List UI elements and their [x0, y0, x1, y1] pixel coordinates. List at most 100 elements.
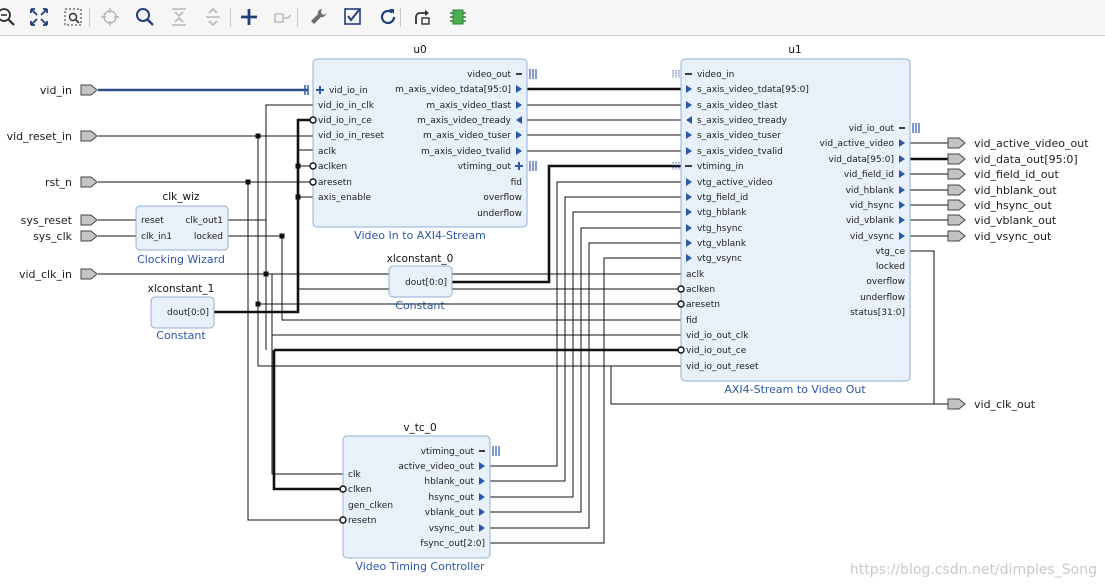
pin-u1-locked[interactable]: locked [876, 262, 905, 272]
pin-u1-fid[interactable]: fid [686, 316, 697, 326]
zoom-fit-button[interactable] [27, 5, 51, 29]
pin-u0-vid-io-in-reset[interactable]: vid_io_in_reset [318, 131, 385, 141]
pin-clk-wiz-clk-in1[interactable]: clk_in1 [141, 232, 172, 242]
block-u1-body[interactable] [680, 58, 911, 382]
pin-u0-overflow[interactable]: overflow [483, 193, 522, 203]
port-vid-vblank-out[interactable]: vid_vblank_out [947, 214, 1057, 227]
pin-clk-wiz-locked[interactable]: locked [194, 232, 223, 242]
pin-u0-vtiming-out[interactable]: vtiming_out [458, 161, 537, 172]
zoom-area-button[interactable] [61, 5, 85, 29]
pin-v-tc-0-active-video-out[interactable]: active_video_out [398, 462, 485, 472]
search-button[interactable] [133, 5, 157, 29]
port-vid-clk-in[interactable]: vid_clk_in [19, 268, 98, 281]
block-v-tc-0-body[interactable] [342, 435, 491, 559]
port-vid-reset-in[interactable]: vid_reset_in [7, 130, 98, 143]
pin-u1-s-axis-video-tuser[interactable]: s_axis_video_tuser [686, 131, 781, 141]
expand-plus-icon[interactable] [515, 162, 523, 170]
pin-v-tc-0-gen-clken[interactable]: gen_clken [348, 501, 393, 511]
pin-u0-m-axis-video-tready[interactable]: m_axis_video_tready [417, 116, 522, 126]
block-clk-wiz-body[interactable] [135, 205, 229, 251]
port-vid-in[interactable]: vid_in [40, 84, 98, 97]
pin-u1-underflow[interactable]: underflow [860, 293, 905, 303]
pin-u0-aclk[interactable]: aclk [318, 147, 337, 157]
pin-clk-wiz-clk-out1[interactable]: clk_out1 [185, 216, 223, 226]
pin-v-tc-0-vtiming-out[interactable]: vtiming_out [421, 446, 500, 457]
port-vid-vsync-out[interactable]: vid_vsync_out [947, 230, 1052, 243]
pin-u1-vtg-hsync[interactable]: vtg_hsync [686, 224, 742, 234]
pin-u0-fid[interactable]: fid [511, 178, 522, 188]
pin-u1-s-axis-video-tlast[interactable]: s_axis_video_tlast [686, 101, 778, 111]
pin-v-tc-0-clken[interactable]: clken [339, 485, 372, 495]
validate-design-button[interactable] [341, 5, 365, 29]
port-sys-reset[interactable]: sys_reset [21, 214, 98, 227]
block-xlconstant-0-body[interactable] [388, 265, 453, 298]
pin-xlconstant-0-dout[interactable]: dout[0:0] [405, 278, 447, 288]
pin-u1-vtiming-in[interactable]: vtiming_in [672, 162, 744, 172]
port-vid-hblank-out[interactable]: vid_hblank_out [947, 184, 1057, 197]
pin-u1-vtg-vblank[interactable]: vtg_vblank [686, 239, 747, 249]
pin-u1-aclk[interactable]: aclk [686, 270, 705, 280]
block-xlconstant-1-body[interactable] [150, 296, 215, 329]
pin-v-tc-0-clk[interactable]: clk [348, 470, 361, 480]
pin-u1-vid-active-video[interactable]: vid_active_video [820, 139, 905, 149]
pin-u1-vid-io-out[interactable]: vid_io_out [849, 123, 920, 134]
pin-u1-vid-vblank[interactable]: vid_vblank [846, 216, 905, 226]
pin-u0-vid-io-in[interactable]: vid_io_in [304, 85, 368, 96]
pin-v-tc-0-vsync-out[interactable]: vsync_out [429, 524, 485, 534]
pin-v-tc-0-resetn[interactable]: resetn [339, 516, 377, 526]
zoom-out-button[interactable] [0, 5, 18, 29]
pin-u0-aclken[interactable]: aclken [309, 162, 347, 172]
pin-u0-aresetn[interactable]: aresetn [309, 178, 352, 188]
pin-u1-aclken[interactable]: aclken [677, 285, 715, 295]
pin-u1-status[interactable]: status[31:0] [850, 308, 905, 318]
pin-u1-vtg-hblank[interactable]: vtg_hblank [686, 208, 747, 218]
pin-u1-s-axis-video-tdata[interactable]: s_axis_video_tdata[95:0] [686, 85, 809, 95]
pin-u0-video-out[interactable]: video_out [467, 69, 537, 80]
pin-xlconstant-1-dout[interactable]: dout[0:0] [167, 308, 209, 318]
pin-u1-vtg-ce[interactable]: vtg_ce [875, 247, 905, 257]
pin-v-tc-0-hsync-out[interactable]: hsync_out [428, 493, 485, 503]
pin-u0-m-axis-video-tdata[interactable]: m_axis_video_tdata[95:0] [395, 85, 522, 95]
pin-v-tc-0-fsync-out[interactable]: fsync_out[2:0] [420, 539, 485, 549]
port-vid-field-id-out[interactable]: vid_field_id_out [947, 168, 1060, 181]
pin-u1-video-in[interactable]: video_in [672, 70, 734, 80]
pin-u1-vid-io-out-reset[interactable]: vid_io_out_reset [686, 362, 759, 372]
pin-u1-vid-hsync[interactable]: vid_hsync [850, 201, 905, 211]
expand-plus-icon[interactable] [316, 86, 324, 94]
pin-u0-m-axis-video-tlast[interactable]: m_axis_video_tlast [426, 101, 522, 111]
port-rst-n[interactable]: rst_n [45, 176, 98, 189]
drc-button[interactable] [446, 5, 470, 29]
port-vid-active-video-out[interactable]: vid_active_video_out [947, 137, 1089, 150]
port-vid-clk-out[interactable]: vid_clk_out [947, 398, 1036, 411]
regenerate-layout-button[interactable] [411, 5, 435, 29]
pin-u1-vid-field-id[interactable]: vid_field_id [844, 170, 905, 180]
port-vid-hsync-out[interactable]: vid_hsync_out [947, 199, 1052, 212]
pin-u0-axis-enable[interactable]: axis_enable [318, 193, 372, 203]
refresh-button[interactable] [376, 5, 400, 29]
pin-u1-vtg-vsync[interactable]: vtg_vsync [686, 254, 742, 264]
add-ip-button[interactable] [237, 5, 261, 29]
pin-u1-vtg-active-video[interactable]: vtg_active_video [686, 178, 773, 188]
pin-u0-vid-io-in-clk[interactable]: vid_io_in_clk [318, 101, 375, 111]
pin-u1-vtg-field-id[interactable]: vtg_field_id [686, 193, 748, 203]
pin-u1-vid-data[interactable]: vid_data[95:0] [828, 155, 905, 165]
pin-u0-vid-io-in-ce[interactable]: vid_io_in_ce [309, 116, 372, 126]
pin-v-tc-0-vblank-out[interactable]: vblank_out [425, 508, 485, 518]
properties-wrench-button[interactable] [307, 5, 331, 29]
pin-u0-m-axis-video-tuser[interactable]: m_axis_video_tuser [423, 131, 522, 141]
pin-u0-m-axis-video-tvalid[interactable]: m_axis_video_tvalid [421, 147, 522, 157]
port-sys-clk[interactable]: sys_clk [33, 230, 98, 243]
pin-u1-vid-vsync[interactable]: vid_vsync [850, 232, 905, 242]
pin-u1-overflow[interactable]: overflow [866, 277, 905, 287]
pin-u1-s-axis-video-tvalid[interactable]: s_axis_video_tvalid [686, 147, 783, 157]
pin-u1-vid-io-out-ce[interactable]: vid_io_out_ce [677, 346, 747, 356]
pin-u0-underflow[interactable]: underflow [477, 209, 522, 219]
pin-u1-aresetn[interactable]: aresetn [677, 300, 720, 310]
pin-clk-wiz-reset[interactable]: reset [141, 216, 164, 226]
